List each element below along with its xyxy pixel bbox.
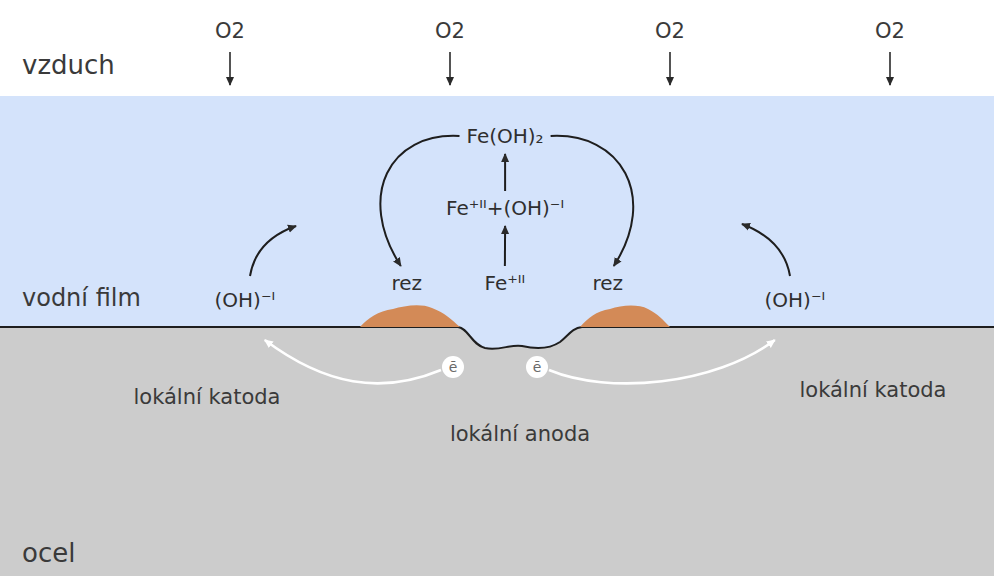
oxygen-label: O2 [435, 19, 465, 44]
node-text: (OH)⁻ᴵ [215, 288, 276, 312]
rust-deposit [360, 305, 460, 327]
oxygen-arrow [669, 52, 671, 85]
oxygen-label: O2 [215, 19, 245, 44]
oxygen-label: O2 [875, 19, 905, 44]
oxygen-arrow [449, 52, 451, 85]
reaction-arrow [504, 154, 506, 191]
hydroxide-arrow [742, 224, 790, 276]
node-text: ē [449, 360, 458, 374]
steel-layer: ocel ē ē [0, 327, 994, 576]
oxygen-label: O2 [655, 19, 685, 44]
rust-deposit [580, 306, 670, 327]
node-text: Fe⁺ᴵᴵ [485, 271, 526, 295]
node-text: (OH)⁻ᴵ [765, 288, 826, 312]
water-film: vodní film Fe(OH)₂ Fe⁺ᴵᴵ+(OH)⁻ᴵ (OH)⁻ᴵ rez Fe… [0, 96, 994, 327]
hydroxide-ion-label: (OH)⁻ᴵ [761, 286, 830, 338]
hydroxide-arrow [250, 226, 296, 276]
steel-surface [0, 327, 994, 349]
hydroxide-ion-label: (OH)⁻ᴵ [211, 286, 280, 338]
reaction-arrow [380, 136, 459, 266]
node-text: rez [593, 271, 624, 295]
air-layer: vzduch [0, 0, 994, 96]
ion-label: Fe⁺ᴵᴵ+(OH)⁻ᴵ [442, 194, 568, 222]
oxygen-arrow [229, 52, 231, 85]
layer-name: vodní film [22, 284, 141, 312]
electron-circle: ē [526, 356, 548, 378]
electron-circle: ē [442, 356, 464, 378]
node-text: Fe⁺ᴵᴵ+(OH)⁻ᴵ [446, 196, 564, 220]
rust-label: rez [388, 269, 427, 297]
electron-flow-arrow [549, 340, 775, 383]
cathode-label: lokální katoda [800, 378, 947, 403]
hydroxide-label: Fe(OH)₂ [463, 122, 548, 150]
anode-label: lokální anoda [450, 422, 590, 447]
iron-ion-label: Fe⁺ᴵᴵ [481, 269, 530, 297]
oxygen-arrow [889, 52, 891, 85]
layer-name: vzduch [22, 50, 115, 80]
node-text: ē [533, 360, 542, 374]
node-text: Fe(OH)₂ [467, 124, 544, 148]
reaction-arrow [551, 136, 634, 266]
rust-label: rez [589, 269, 628, 297]
node-text: rez [392, 271, 423, 295]
cathode-label: lokální katoda [134, 385, 281, 410]
reaction-arrow [504, 226, 506, 266]
layer-name: ocel [22, 538, 75, 568]
electron-flow-arrow [265, 340, 441, 383]
